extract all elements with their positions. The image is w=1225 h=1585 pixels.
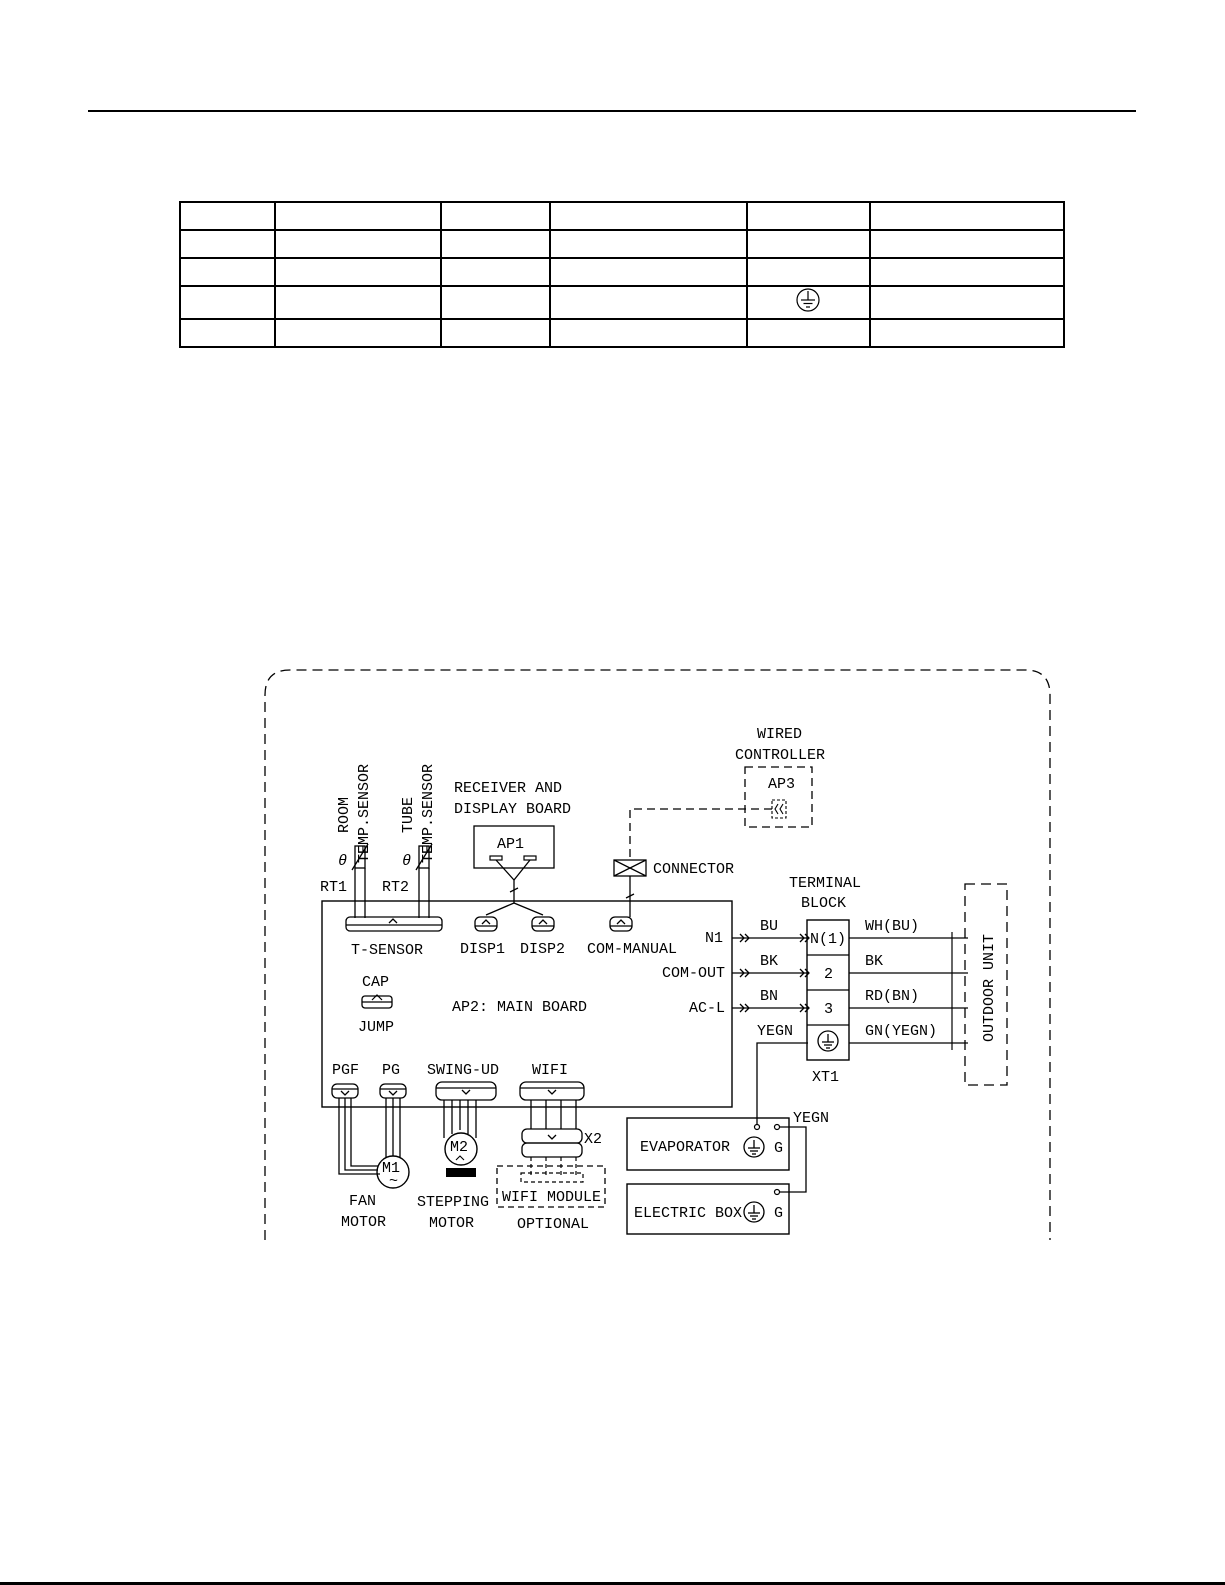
electric-box-g-label: G [774,1205,783,1222]
terminal-ground-icon [817,1030,839,1052]
table-row [179,285,1066,320]
out-gn-yegn-label: GN(YEGN) [865,1023,937,1040]
pgf-connector [331,1083,359,1099]
rt2-thermistor: θ [402,843,433,871]
t-sensor-connector [345,916,443,932]
wired-controller-label: WIRED [757,726,802,743]
terminal-3: 3 [824,1001,833,1018]
room-temp-sensor-label: ROOM [336,797,353,833]
m1-label: M1 [382,1160,400,1177]
table-row [179,229,1066,259]
ground-icon [796,288,820,312]
main-board-label: AP2: MAIN BOARD [452,999,587,1016]
enclosure-outline [264,669,1051,1240]
table-row [179,257,1066,287]
wifi-connector [519,1081,585,1101]
tube-temp-sensor-label: TEMP.SENSOR [420,764,437,863]
tube-temp-sensor-label: TUBE [400,797,417,833]
evaporator-g-label: G [774,1140,783,1157]
disp2-connector [531,916,555,932]
ap3-controller [744,766,813,828]
evaporator-label: EVAPORATOR [640,1139,730,1156]
terminal-block-label: BLOCK [801,895,846,912]
t-sensor-label: T-SENSOR [351,942,423,959]
header-rule [88,110,1136,112]
svg-text:θ: θ [338,853,347,870]
outdoor-unit-box [964,883,1008,1086]
disp1-label: DISP1 [460,941,505,958]
receiver-board-label: RECEIVER AND [454,780,562,797]
cap-label: CAP [362,974,389,991]
cap-jump-connector [361,994,393,1009]
footer-rule [0,1582,1225,1585]
out-wh-bu-label: WH(BU) [865,918,919,935]
jump-label: JUMP [358,1019,394,1036]
wifi-module-box [496,1165,606,1208]
electric-box-label: ELECTRIC BOX [634,1205,742,1222]
pgf-label: PGF [332,1062,359,1079]
electric-box [626,1183,790,1235]
ap3-label: AP3 [768,776,795,793]
room-temp-sensor-label: TEMP.SENSOR [356,764,373,863]
table-row [179,318,1066,348]
x2-connector [521,1128,583,1158]
x2-label: X2 [584,1131,602,1148]
terminal-block-label: TERMINAL [789,875,861,892]
svg-text:~: ~ [389,1173,398,1190]
ap2-main-board [321,900,733,1108]
out-bk-label: BK [865,953,883,970]
com-out-label: COM-OUT [662,965,725,982]
wire-bu-label: BU [760,918,778,935]
m2-label: M2 [450,1139,468,1156]
pg-connector [379,1083,407,1099]
fan-motor-m1 [376,1155,410,1189]
wire-yegn-label: YEGN [757,1023,793,1040]
xt1-label: XT1 [812,1069,839,1086]
yegn-ground-label: YEGN [793,1110,829,1127]
swing-ud-connector [435,1081,497,1101]
wifi-label: WIFI [532,1062,568,1079]
rt1-label: RT1 [320,879,347,896]
svg-text:θ: θ [402,853,411,870]
terminal-2: 2 [824,966,833,983]
outdoor-unit-label: OUTDOOR UNIT [981,934,998,1042]
electric-box-ground-icon [743,1201,765,1223]
ac-l-label: AC-L [689,1000,725,1017]
stepping-motor-m2 [444,1132,478,1166]
fan-motor-label: FAN [349,1193,376,1210]
wifi-module-label: WIFI MODULE [502,1189,601,1206]
pg-label: PG [382,1062,400,1079]
rt2-label: RT2 [382,879,409,896]
table-row [179,201,1066,231]
ap1-label: AP1 [497,836,524,853]
legend-table [179,201,1066,348]
evaporator-box [626,1117,790,1171]
swing-ud-label: SWING-UD [427,1062,499,1079]
fan-motor-label: MOTOR [341,1214,386,1231]
connector-symbol [613,859,647,877]
out-rd-bn-label: RD(BN) [865,988,919,1005]
stepping-motor-label: STEPPING [417,1194,489,1211]
wired-controller-label: CONTROLLER [735,747,825,764]
receiver-board-label: DISPLAY BOARD [454,801,571,818]
com-manual-label: COM-MANUAL [587,941,677,958]
com-manual-connector [609,916,633,932]
disp1-connector [474,916,498,932]
terminal-n1: N(1) [810,931,846,948]
connector-label: CONNECTOR [653,861,734,878]
stepping-motor-label: MOTOR [429,1215,474,1232]
wire-bk-label: BK [760,953,778,970]
rt1-thermistor: θ [338,843,369,871]
stepping-motor-base [446,1168,476,1177]
disp2-label: DISP2 [520,941,565,958]
ap1-board [473,825,555,869]
n1-label: N1 [705,930,723,947]
wire-bn-label: BN [760,988,778,1005]
optional-label: OPTIONAL [517,1216,589,1233]
evaporator-ground-icon [743,1136,765,1158]
